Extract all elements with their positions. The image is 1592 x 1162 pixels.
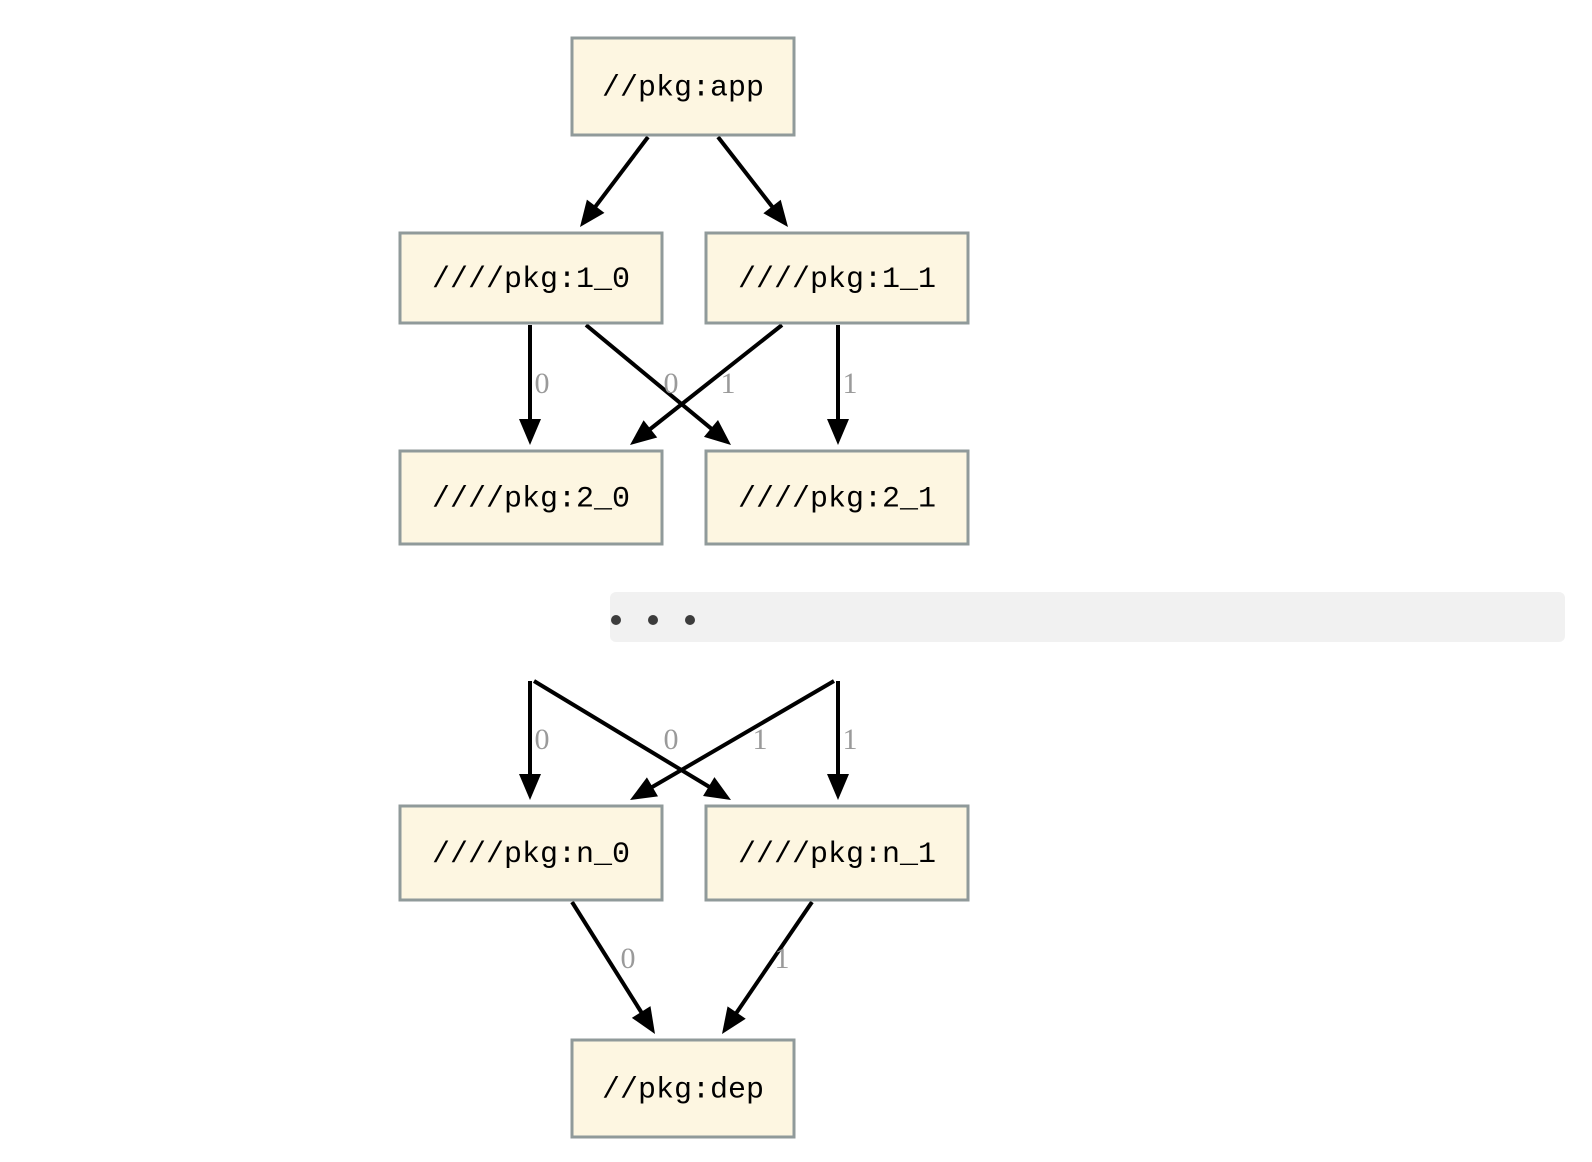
edge-arrowhead: [580, 199, 605, 227]
edge-1_0-to-2_1: 0: [584, 323, 731, 445]
edge-label: 0: [664, 723, 679, 756]
edge-prev2-to-n_0-cross: 1: [630, 679, 836, 800]
node-box[interactable]: [704, 449, 970, 546]
edge-arrowhead: [827, 419, 849, 445]
node-dep[interactable]: //pkg:dep: [570, 1038, 796, 1139]
edge-label: 1: [721, 367, 736, 400]
ellipsis-dot-2: [685, 615, 695, 625]
edge-line: [532, 679, 714, 791]
node-app[interactable]: //pkg:app: [570, 36, 796, 137]
edge-arrowhead: [630, 777, 659, 800]
ellipsis-band: [610, 592, 1565, 642]
edge-line: [646, 323, 784, 433]
node-box[interactable]: [570, 36, 796, 137]
node-label: //pkg:dep: [602, 1073, 764, 1107]
edge-arrowhead: [519, 419, 541, 445]
edge-line: [716, 135, 777, 211]
node-label: ////pkg:2_0: [432, 482, 630, 516]
edge-1_0-to-2_0: 0: [519, 325, 550, 445]
edge-app-to-1_1: [716, 135, 788, 227]
edge-line: [570, 900, 645, 1017]
edge-1_1-to-2_0: 1: [630, 323, 784, 445]
edge-label: 1: [843, 367, 858, 400]
edge-n_0-to-dep: 0: [570, 900, 655, 1034]
node-n1_0[interactable]: ////pkg:1_0: [398, 231, 664, 325]
ellipsis-separator: [610, 592, 1565, 642]
node-box[interactable]: [704, 231, 970, 325]
nodes-layer: //pkg:app ////pkg:1_0 ////pkg:1_1 ////pkg:2…: [398, 36, 970, 1139]
edge-label: 1: [775, 942, 790, 975]
node-box[interactable]: [398, 231, 664, 325]
edge-line: [647, 679, 836, 791]
node-n2_0[interactable]: ////pkg:2_0: [398, 449, 664, 546]
edge-arrowhead: [827, 774, 849, 800]
edge-arrowhead: [519, 774, 541, 800]
edge-line: [584, 323, 716, 433]
ellipsis-dots: [611, 615, 695, 625]
edge-label: 0: [621, 942, 636, 975]
node-n2_1[interactable]: ////pkg:2_1: [704, 449, 970, 546]
edge-arrowhead: [722, 1006, 746, 1034]
edge-label: 0: [535, 723, 550, 756]
edges-layer: 0 0 1 1 0 0 1 1 0 1: [519, 135, 858, 1034]
node-nn_1[interactable]: ////pkg:n_1: [704, 804, 970, 902]
node-box[interactable]: [398, 804, 664, 902]
node-label: ////pkg:n_1: [738, 838, 936, 872]
node-label: //pkg:app: [602, 71, 764, 105]
ellipsis-dot-0: [611, 615, 621, 625]
edge-prev-to-n_1-cross: 0: [532, 679, 731, 800]
node-label: ////pkg:2_1: [738, 482, 936, 516]
edge-line: [732, 900, 814, 1017]
edge-prev-to-n_0: 0: [519, 681, 550, 800]
edge-label: 1: [843, 723, 858, 756]
ellipsis-dot-1: [648, 615, 658, 625]
edge-arrowhead: [763, 199, 788, 227]
edge-line: [591, 135, 650, 211]
node-nn_0[interactable]: ////pkg:n_0: [398, 804, 664, 902]
node-label: ////pkg:1_0: [432, 263, 630, 297]
edge-arrowhead: [630, 420, 658, 445]
edge-arrowhead: [703, 777, 731, 800]
edge-app-to-1_0: [580, 135, 650, 227]
edge-n_1-to-dep: 1: [722, 900, 814, 1034]
edge-label: 1: [753, 723, 768, 756]
node-label: ////pkg:n_0: [432, 838, 630, 872]
edge-1_1-to-2_1: 1: [827, 325, 858, 445]
node-box[interactable]: [704, 804, 970, 902]
edge-label: 0: [664, 367, 679, 400]
edge-arrowhead: [631, 1006, 655, 1034]
edge-label: 0: [535, 367, 550, 400]
node-label: ////pkg:1_1: [738, 263, 936, 297]
node-box[interactable]: [570, 1038, 796, 1139]
edge-prev2-to-n_1: 1: [827, 681, 858, 800]
node-n1_1[interactable]: ////pkg:1_1: [704, 231, 970, 325]
edge-arrowhead: [703, 419, 731, 445]
node-box[interactable]: [398, 449, 664, 546]
